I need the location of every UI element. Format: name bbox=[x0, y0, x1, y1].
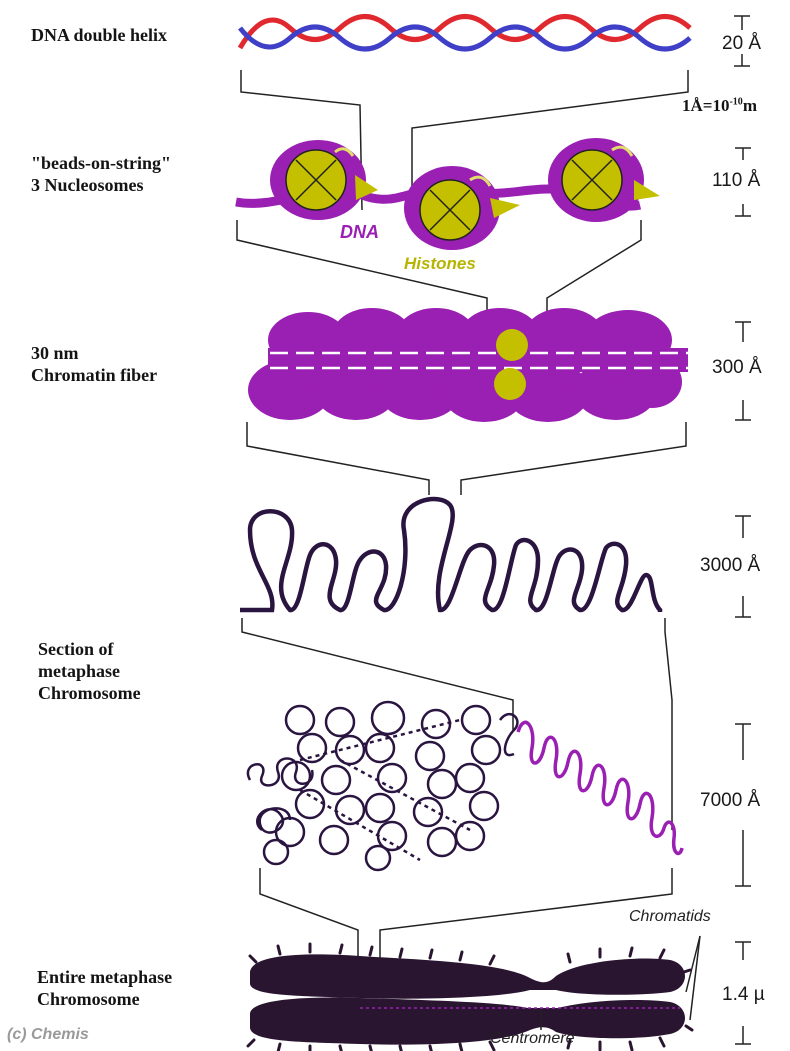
size-fiber: 300 Å bbox=[712, 357, 762, 379]
histones-label: Histones bbox=[404, 254, 476, 274]
label-entire-line2: Chromosome bbox=[37, 988, 140, 1010]
label-fiber-line1: 30 nm bbox=[31, 342, 79, 364]
dna-label: DNA bbox=[340, 222, 379, 243]
label-beads-line2: 3 Nucleosomes bbox=[31, 174, 143, 196]
metaphase-chromosome bbox=[248, 944, 692, 1051]
nucleosome-string bbox=[236, 138, 660, 250]
label-beads-line1: "beads-on-string" bbox=[31, 152, 171, 174]
label-entire-line1: Entire metaphase bbox=[37, 966, 172, 988]
double-helix bbox=[240, 17, 690, 50]
chromatids-pointer bbox=[686, 936, 700, 1020]
size-beads: 110 Å bbox=[712, 170, 760, 192]
label-dna-double-helix: DNA double helix bbox=[31, 24, 167, 46]
looped-fiber bbox=[240, 499, 660, 612]
size-loops: 3000 Å bbox=[700, 555, 760, 577]
size-entire: 1.4 µ bbox=[722, 984, 765, 1006]
expansion-lines-3 bbox=[247, 422, 686, 495]
nucleosome-3 bbox=[548, 138, 660, 222]
expansion-lines-4 bbox=[242, 618, 672, 830]
label-section-line2: metaphase bbox=[38, 660, 120, 682]
size-section: 7000 Å bbox=[700, 790, 760, 812]
copyright-label: (c) Chemis bbox=[7, 1026, 89, 1044]
centromere-label: Centromere bbox=[490, 1030, 574, 1048]
chromatin-fiber bbox=[248, 308, 690, 422]
label-section-line3: Chromosome bbox=[38, 682, 141, 704]
size-helix: 20 Å bbox=[722, 33, 761, 55]
expansion-lines-5 bbox=[260, 868, 672, 960]
helix-strand-red bbox=[240, 17, 690, 49]
chromatids-label: Chromatids bbox=[629, 908, 711, 926]
chromosome-section bbox=[248, 702, 518, 870]
label-section-line1: Section of bbox=[38, 638, 114, 660]
nucleosome-2 bbox=[404, 166, 520, 250]
uncoiled-loops bbox=[518, 722, 682, 853]
unit-conversion-note: 1Å=10-10m bbox=[682, 96, 757, 116]
label-fiber-line2: Chromatin fiber bbox=[31, 364, 157, 386]
